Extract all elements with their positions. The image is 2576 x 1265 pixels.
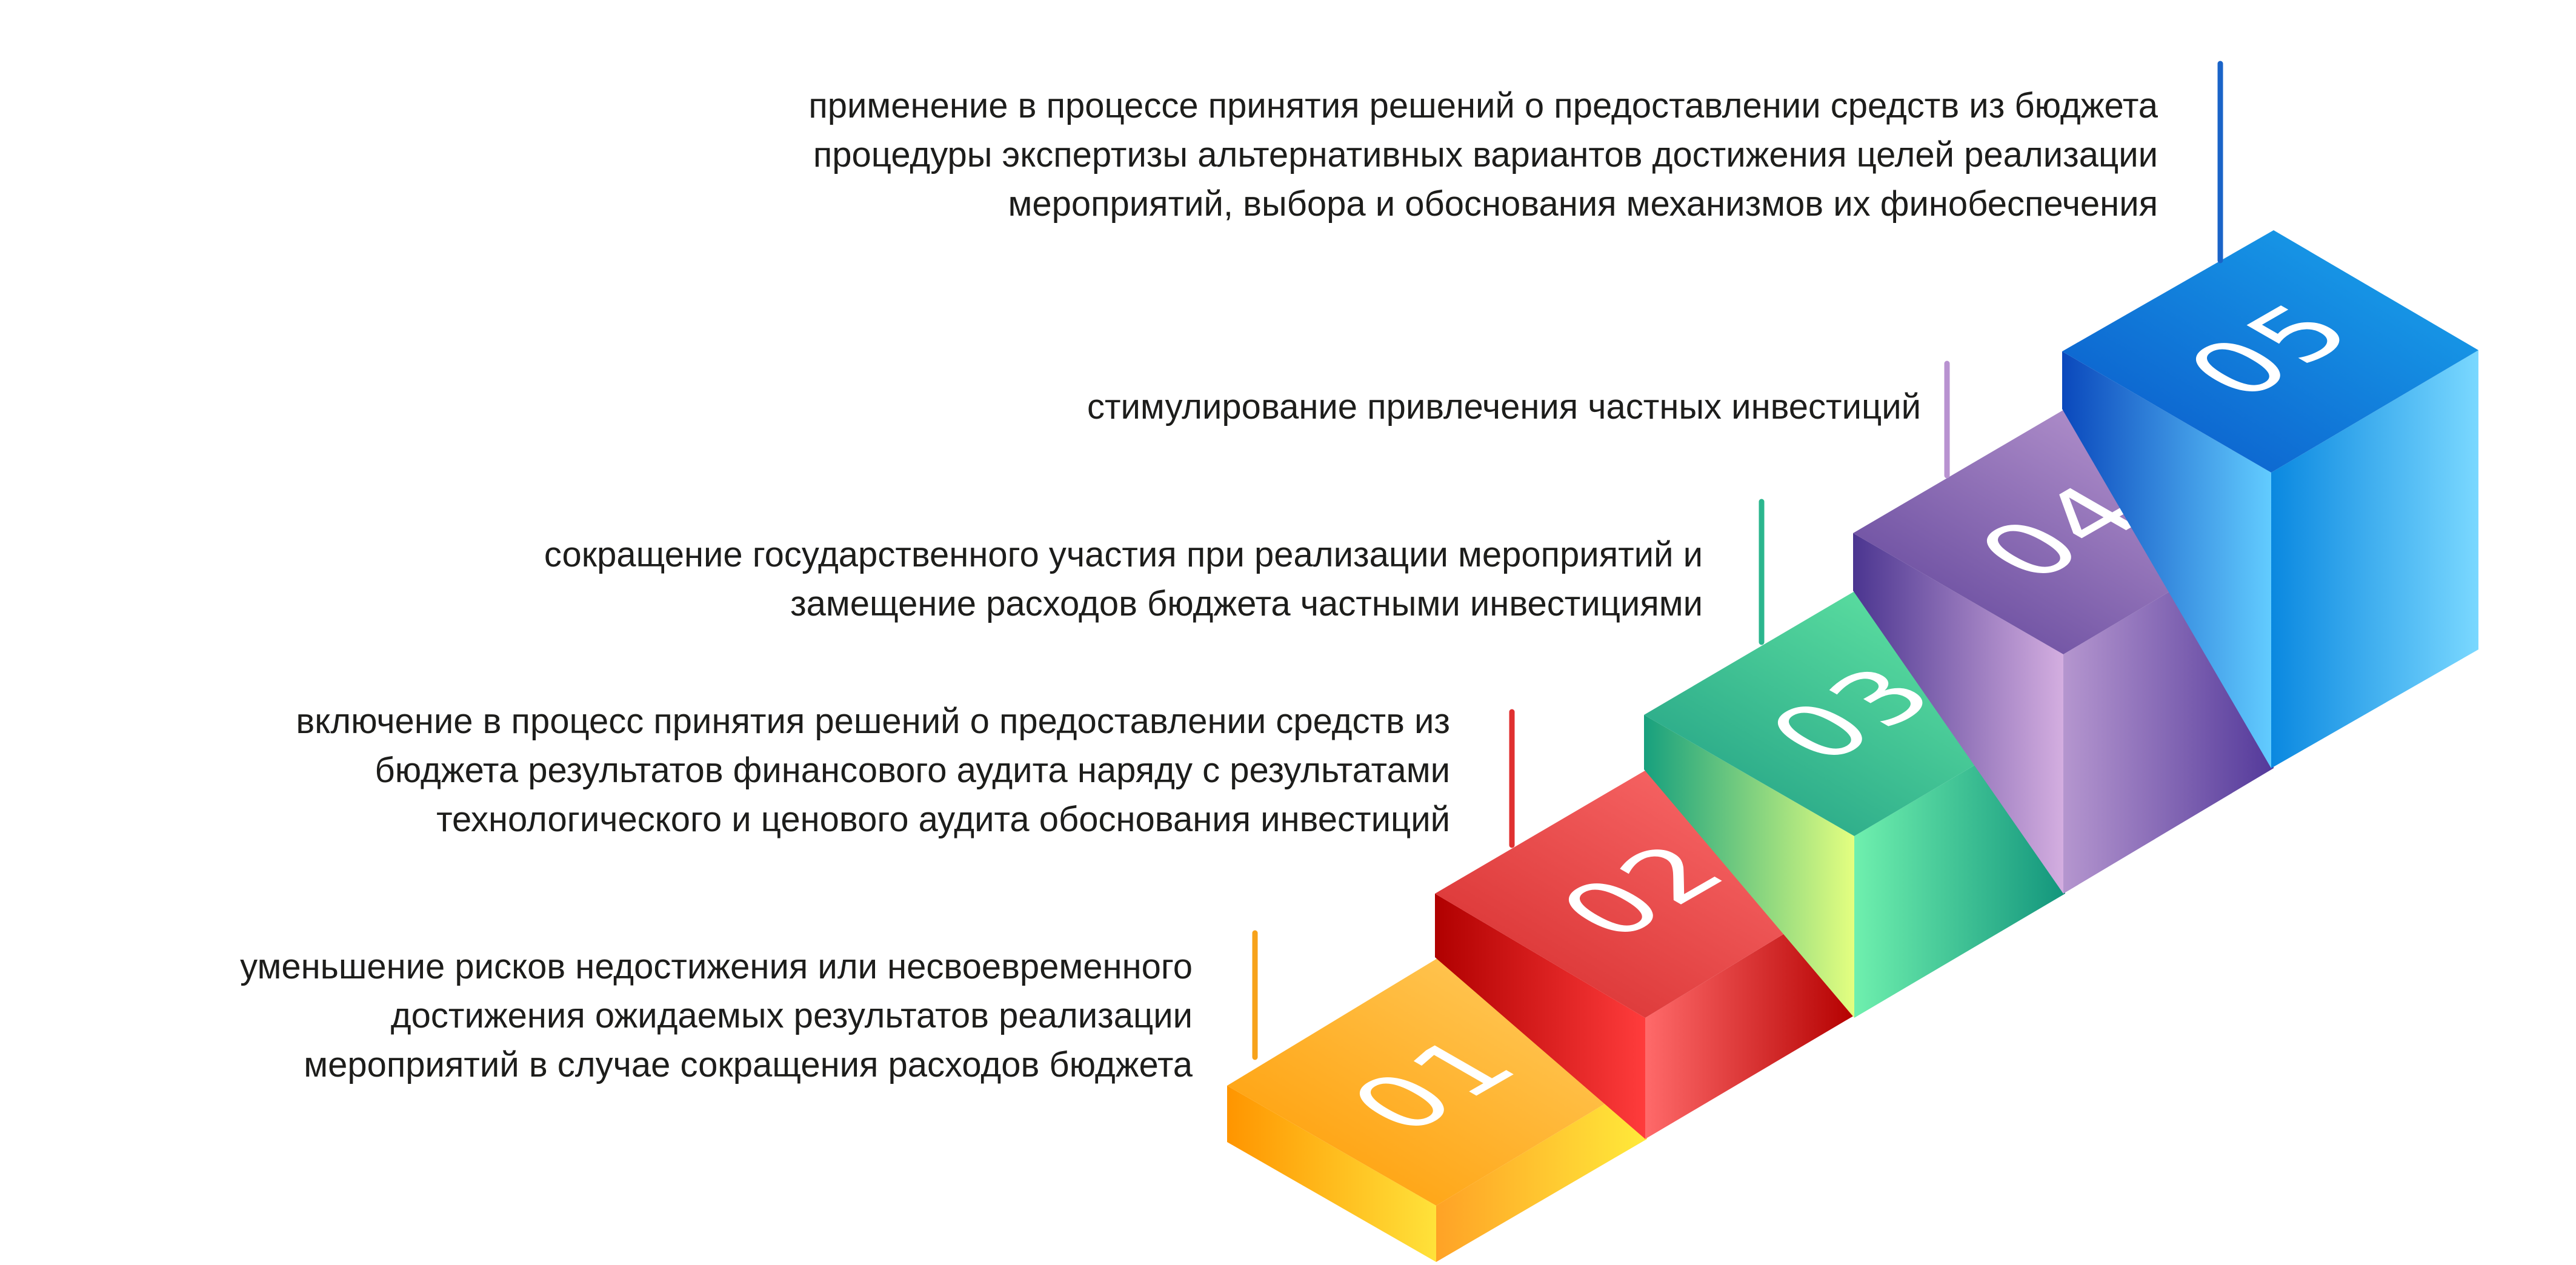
step-01-line-1: уменьшение рисков недостижения или несво… xyxy=(240,947,1193,986)
step-01-front-face xyxy=(1227,1086,1436,1262)
step-03-front-face xyxy=(1644,715,1854,1018)
step-01-line-2: достижения ожидаемых результатов реализа… xyxy=(390,996,1193,1035)
step-03-line-2: замещение расходов бюджета частными инве… xyxy=(790,584,1703,623)
step-block-05: 05 xyxy=(2062,230,2478,768)
step-02-line-3: технологического и ценового аудита обосн… xyxy=(436,800,1450,839)
step-03-line-1: сокращение государственного участия при … xyxy=(544,535,1703,574)
step-05-front-face xyxy=(2062,351,2271,768)
step-05-side-face xyxy=(2271,350,2478,768)
step-label-03: сокращение государственного участия при … xyxy=(544,530,1703,628)
step-02-line-2: бюджета результатов финансового аудита н… xyxy=(374,751,1451,790)
step-05-line-2: процедуры экспертизы альтернативных вари… xyxy=(813,135,2158,174)
step-02-front-face xyxy=(1435,894,1645,1139)
step-label-02: включение в процесс принятия решений о п… xyxy=(296,697,1450,844)
step-04-front-face xyxy=(1853,533,2063,894)
step-01-line-3: мероприятий в случае сокращения расходов… xyxy=(304,1045,1193,1084)
step-05-line-1: применение в процессе принятия решений о… xyxy=(808,86,2158,125)
step-05-line-3: мероприятий, выбора и обоснования механи… xyxy=(1008,184,2158,224)
step-01-side-face xyxy=(1436,1078,1647,1262)
step-label-04: стимулирование привлечения частных инвес… xyxy=(1087,382,1921,431)
step-02-line-1: включение в процесс принятия решений о п… xyxy=(296,702,1450,741)
step-04-line-1: стимулирование привлечения частных инвес… xyxy=(1087,387,1921,427)
step-label-01: уменьшение рисков недостижения или несво… xyxy=(240,942,1193,1089)
step-label-05: применение в процессе принятия решений о… xyxy=(808,81,2158,228)
step-05-top-face xyxy=(2062,230,2478,473)
